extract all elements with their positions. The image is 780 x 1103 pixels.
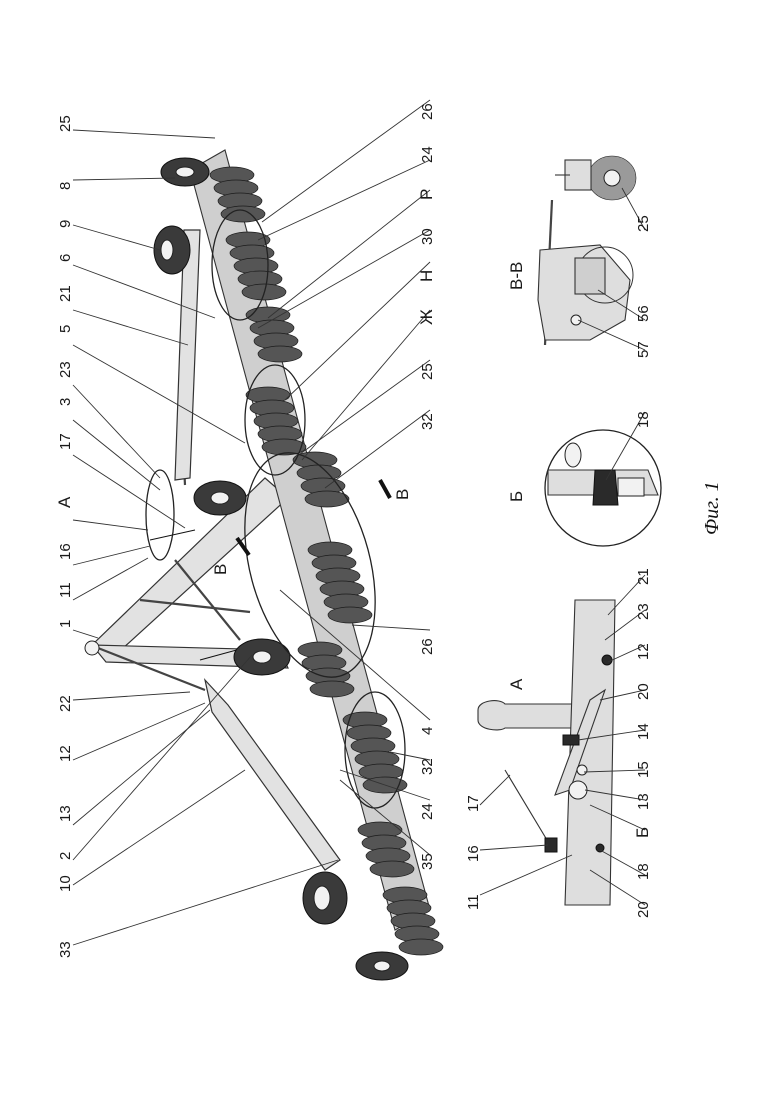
detail-a-callout-16: 16: [465, 845, 482, 862]
detail-a-callout-14: 14: [635, 723, 652, 740]
disc-gang-10: [383, 887, 443, 955]
callout-3: 3: [57, 398, 74, 406]
callout-1: 1: [57, 620, 74, 628]
detail-a-callout-15: 15: [635, 761, 652, 778]
detail-a: А 17 16 11 21 23 12 20 14 15: [465, 568, 652, 918]
callout-26-top: 26: [419, 103, 436, 120]
detail-b-latch: [593, 470, 618, 505]
detail-a-callout-13: 13: [635, 793, 652, 810]
section-vv-callout-56: 56: [635, 305, 652, 322]
callout-13: 13: [57, 805, 74, 822]
detail-a-callout-20-low: 20: [635, 901, 652, 918]
detail-a-callout-11: 11: [465, 894, 482, 910]
callout-32-mid: 32: [419, 413, 436, 430]
detail-b-callout-18: 18: [635, 411, 652, 428]
callout-24-low: 24: [419, 803, 436, 820]
section-vv-callout-25: 25: [635, 215, 652, 232]
callout-view-a: А: [55, 496, 74, 508]
detail-a-pin-15: [577, 765, 587, 775]
callout-5: 5: [57, 325, 74, 333]
callout-9: 9: [57, 220, 74, 228]
left-callout-labels: 25 8 9 6 21 5 23 3 17 А 16 11 1 22 12 13…: [55, 115, 74, 958]
detail-a-pin-12: [602, 655, 612, 665]
detail-a-callout-20: 20: [635, 683, 652, 700]
callout-25-mid: 25: [419, 363, 436, 380]
detail-b-pin: [565, 443, 581, 467]
callout-25: 25: [57, 115, 74, 132]
callout-26-low: 26: [419, 638, 436, 655]
detail-a-callout-12: 12: [635, 643, 652, 660]
detail-a-label: А: [507, 678, 526, 690]
hitch-eye-icon: [85, 641, 99, 655]
wheel-lower-1: [303, 872, 347, 924]
section-vv-label: В-В: [507, 262, 526, 290]
wheel-lower-2: [356, 952, 408, 980]
callout-8: 8: [57, 182, 74, 190]
callout-11: 11: [57, 582, 74, 598]
callout-16: 16: [57, 543, 74, 560]
detail-a-pin-13: [569, 781, 587, 799]
section-vv: В-В 25 56 57: [507, 156, 652, 358]
drawbar-left: [92, 478, 288, 660]
wheel-8: [161, 158, 209, 186]
figure-caption: Фиг. 1: [701, 481, 723, 535]
detail-a-bolt-14: [563, 735, 579, 745]
wheel-center-upper: [194, 481, 246, 515]
callout-4: 4: [419, 727, 436, 735]
detail-a-pin-18: [596, 844, 604, 852]
callout-33: 33: [57, 941, 74, 958]
disc-gang-4: [246, 387, 306, 455]
right-callout-labels: 26 24 Р 30 Н Ж 25 32 26 4 32 24 35: [417, 103, 436, 870]
callout-32-low: 32: [419, 758, 436, 775]
section-marker-lower: [380, 480, 390, 498]
callout-17: 17: [57, 433, 74, 450]
callout-6: 6: [57, 254, 74, 262]
lower-arm: [205, 680, 340, 870]
callout-30: 30: [419, 228, 436, 245]
detail-b-block: [618, 478, 644, 496]
section-marker-upper: [237, 538, 249, 555]
section-vv-callout-57: 57: [635, 341, 652, 358]
detail-a-rod: [505, 770, 550, 845]
detail-a-callout-23: 23: [635, 603, 652, 620]
detail-b-label: Б: [507, 491, 526, 502]
section-vv-bolt: [571, 315, 581, 325]
detail-a-callout-18: 18: [635, 863, 652, 880]
main-view: В В 25 8 9 6: [55, 100, 443, 980]
detail-a-callout-21: 21: [635, 568, 652, 585]
callout-12: 12: [57, 745, 74, 762]
detail-zone-a: [146, 470, 174, 560]
callout-35: 35: [419, 853, 436, 870]
callout-view-r: Р: [417, 189, 436, 200]
callout-24-top: 24: [419, 146, 436, 163]
callout-21: 21: [57, 285, 74, 302]
callout-view-zh: Ж: [417, 309, 436, 325]
callout-10: 10: [57, 875, 74, 892]
callout-22: 22: [57, 695, 74, 712]
callout-view-n: Н: [417, 270, 436, 282]
section-letter-lower: В: [393, 489, 412, 500]
detail-a-callout-17: 17: [465, 795, 482, 812]
section-letter-upper: В: [211, 564, 230, 575]
detail-a-callout-b: Б: [633, 827, 652, 838]
callout-23: 23: [57, 361, 74, 378]
detail-b: Б 18: [507, 411, 661, 546]
callout-2: 2: [57, 852, 74, 860]
section-vv-bearing: [575, 258, 605, 294]
